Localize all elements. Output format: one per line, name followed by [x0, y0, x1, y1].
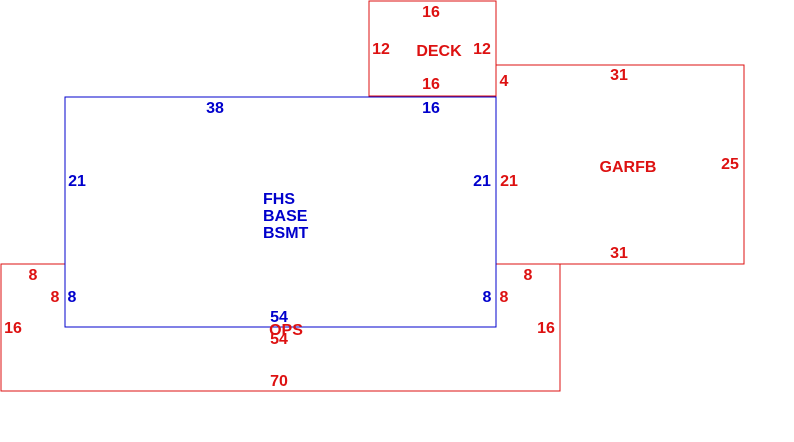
- porch-dim-bottom: 70: [270, 373, 288, 390]
- main-house-labels: 38 16 21 21 FHS BASE BSMT 8 8 54: [68, 100, 492, 326]
- porch-dim-left-inner-red: 8: [51, 289, 60, 306]
- garage-dim-right: 25: [721, 156, 739, 173]
- deck-dim-left: 12: [372, 41, 390, 58]
- garage-dim-left-top: 4: [500, 73, 509, 90]
- porch-area-label: OPS: [269, 322, 303, 339]
- deck-shared-dim: 16: [422, 100, 440, 117]
- garage-area-label: GARFB: [600, 159, 657, 176]
- garage-dim-top: 31: [610, 67, 628, 84]
- main-dim-bottom: 54: [270, 309, 288, 326]
- deck-dim-right: 12: [473, 41, 491, 58]
- main-label-line-3: BSMT: [263, 225, 309, 242]
- porch-dim-top-left: 8: [29, 267, 38, 284]
- deck-labels: 16 12 DECK 12 16: [372, 4, 491, 93]
- porch-dim-left-inner-blue: 8: [68, 289, 77, 306]
- deck-dim-bottom: 16: [422, 76, 440, 93]
- porch-dim-left: 16: [4, 320, 22, 337]
- secondary-area-outlines: [0, 0, 745, 392]
- garage-labels: 4 31 GARFB 25 31 21: [500, 67, 739, 262]
- porch-dim-right-inner-red: 8: [500, 289, 509, 306]
- porch-outline: [0, 263, 561, 392]
- porch-dim-right: 16: [537, 320, 555, 337]
- main-dim-left: 21: [68, 173, 86, 190]
- porch-dim-top: 54: [270, 331, 288, 348]
- main-dim-right-outer: 21: [500, 173, 518, 190]
- garage-dim-bottom: 31: [610, 245, 628, 262]
- main-dim-top: 38: [206, 100, 224, 117]
- deck-outline: [368, 0, 497, 97]
- main-dim-right-inner: 21: [473, 173, 491, 190]
- main-label-line-2: BASE: [263, 208, 308, 225]
- main-house-outline: [64, 96, 497, 328]
- deck-dim-top: 16: [422, 4, 440, 21]
- deck-area-label: DECK: [416, 43, 462, 60]
- porch-dim-top-right: 8: [524, 267, 533, 284]
- porch-dim-right-inner-blue: 8: [483, 289, 492, 306]
- main-label-line-1: FHS: [263, 191, 295, 208]
- porch-labels: 8 8 16 8 8 16 OPS 54 70: [4, 267, 555, 390]
